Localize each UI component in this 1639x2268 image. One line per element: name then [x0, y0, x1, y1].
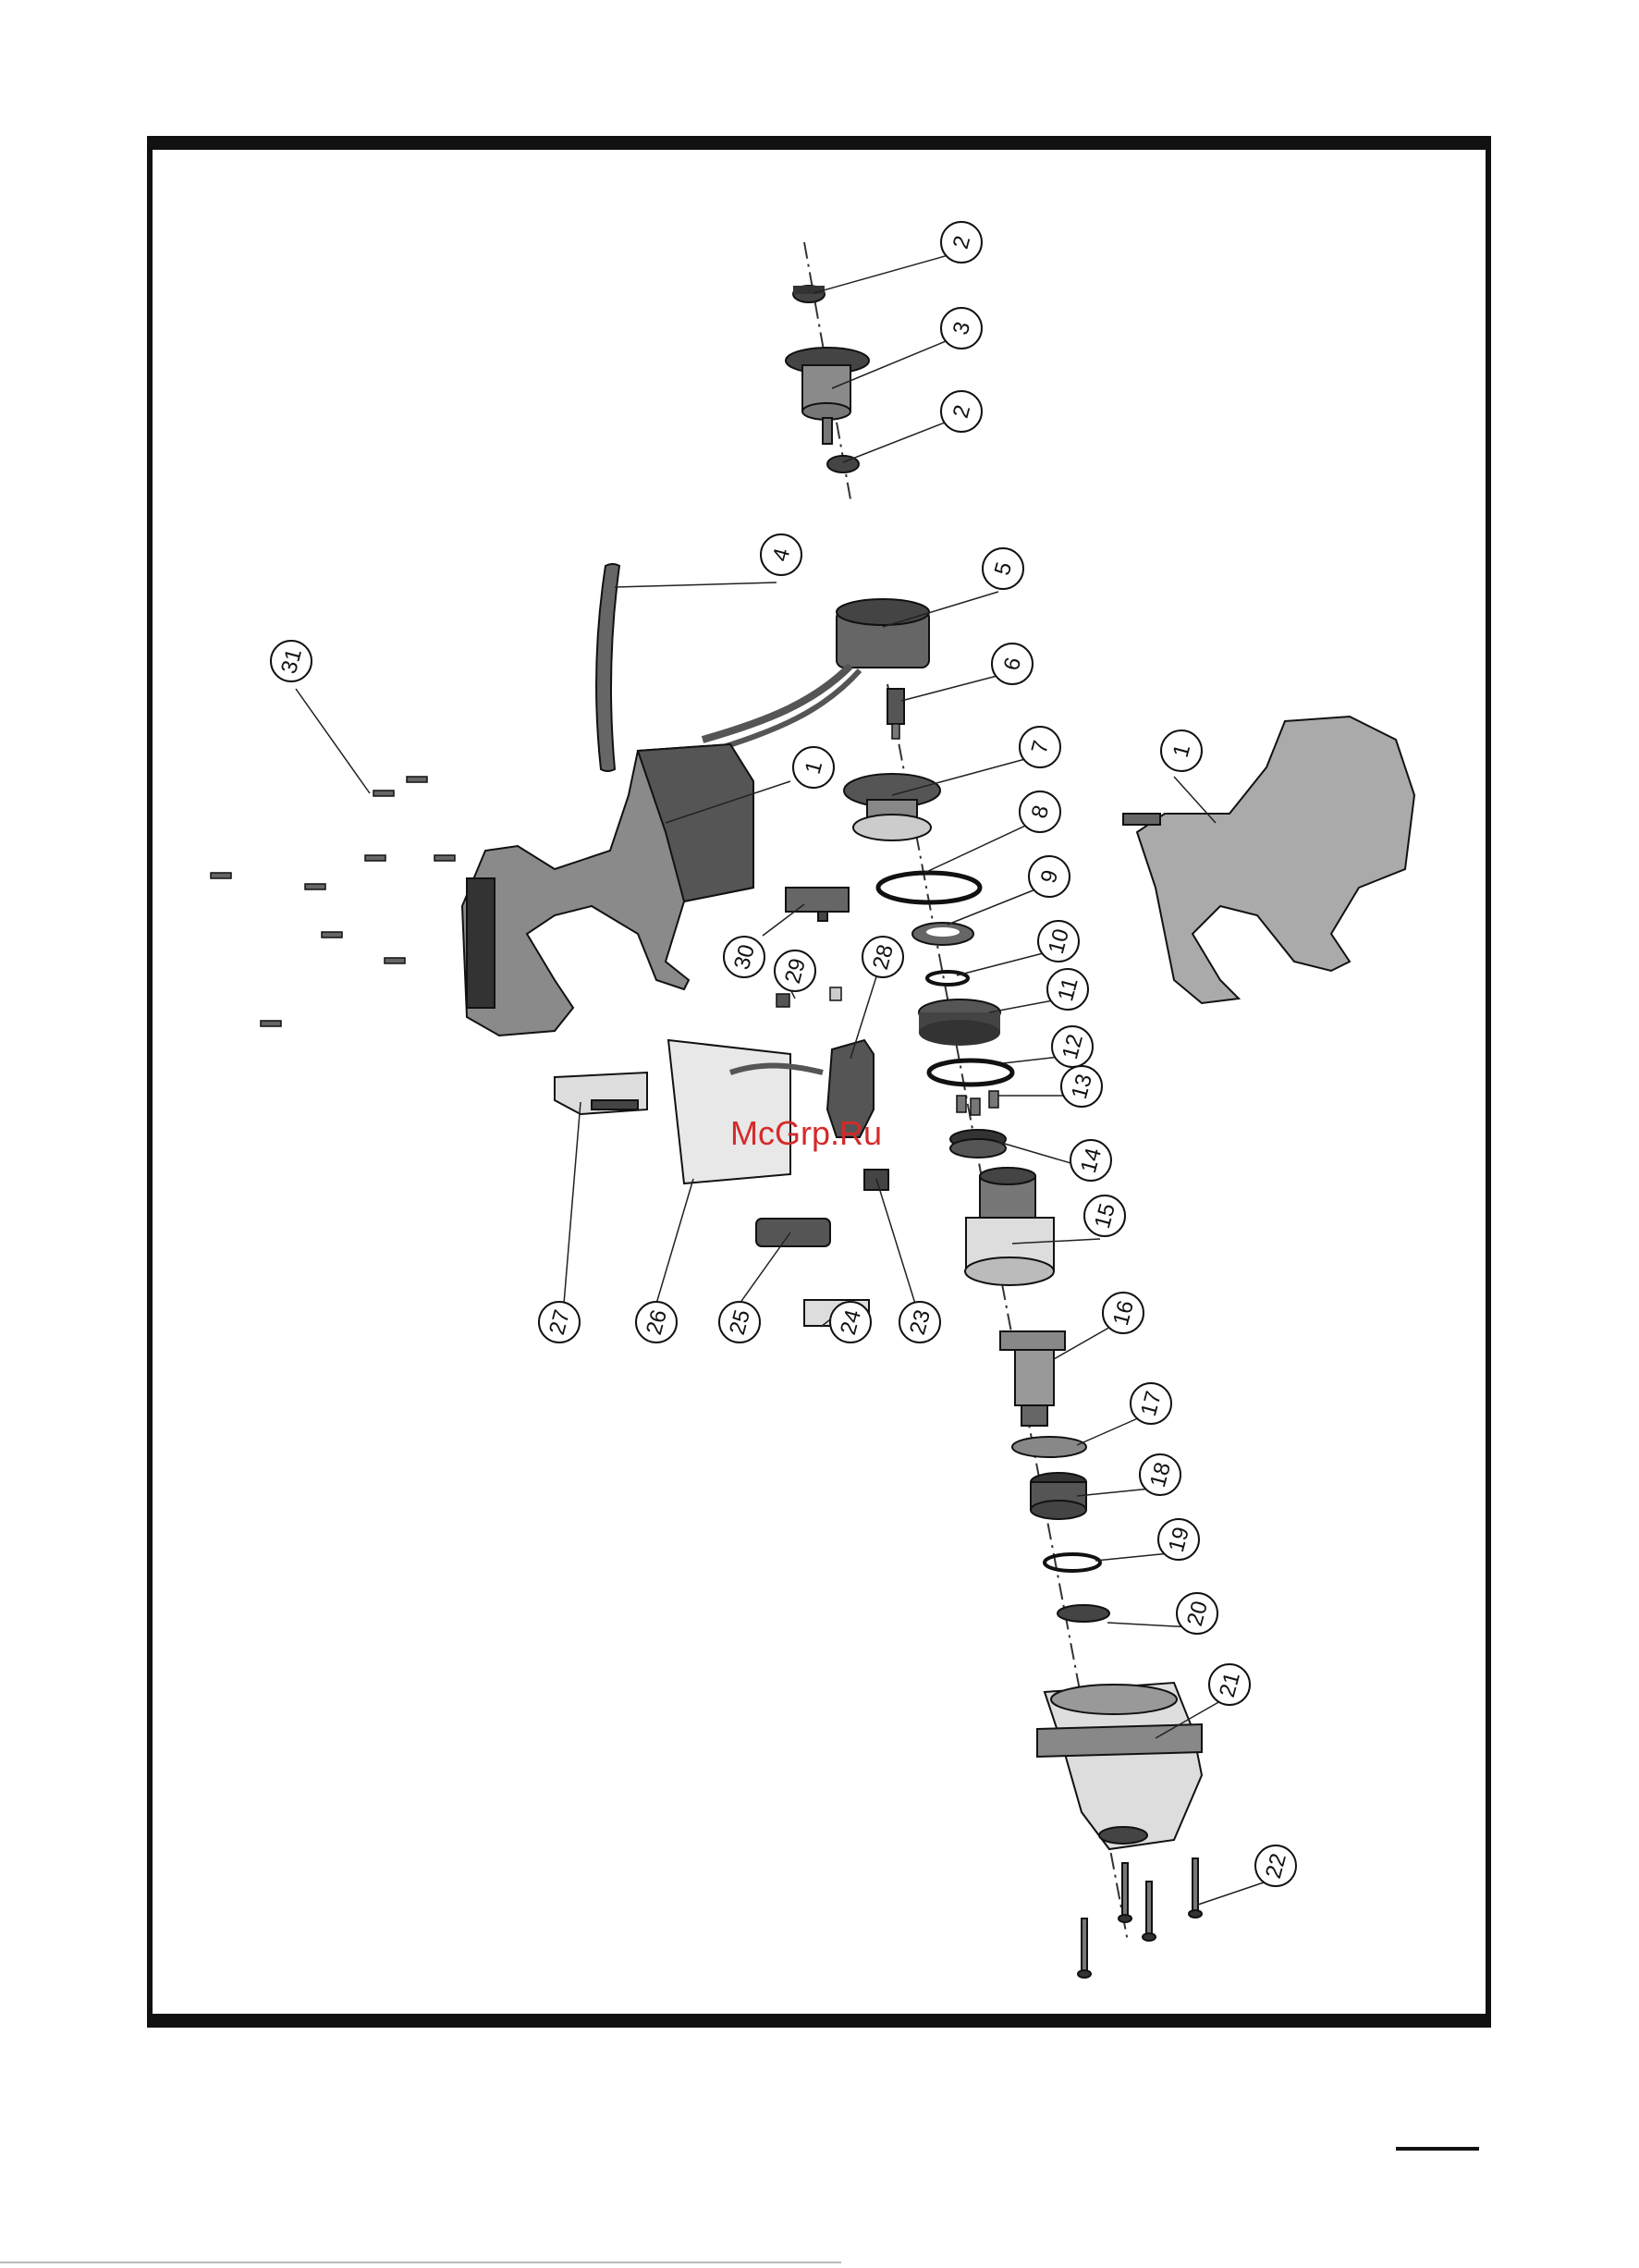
part-9-washer	[912, 923, 973, 945]
callout-12: 12	[1052, 1026, 1093, 1067]
part-1-housing-left	[462, 744, 753, 1036]
part-27-terminal-block	[555, 1073, 647, 1114]
part-26-pcb	[668, 1040, 823, 1183]
callout-20: 20	[1177, 1593, 1217, 1634]
callout-27: 27	[539, 1302, 580, 1342]
callout-1: 1	[793, 747, 834, 788]
callout-2: 2	[941, 391, 982, 432]
part-16-anvil	[1000, 1331, 1065, 1426]
part-2-bearing-top	[793, 286, 825, 302]
part-14-planet-gears	[950, 1130, 1006, 1158]
callout-18: 18	[1140, 1454, 1180, 1495]
part-30-switch	[786, 888, 849, 921]
callout-25: 25	[719, 1302, 760, 1342]
callout-10: 10	[1038, 921, 1079, 962]
callout-22: 22	[1255, 1845, 1296, 1886]
callout-13: 13	[1061, 1066, 1102, 1107]
callout-31: 31	[271, 641, 312, 681]
callout-9: 9	[1029, 856, 1070, 897]
callout-8: 8	[1020, 791, 1060, 832]
callout-23: 23	[899, 1302, 940, 1342]
part-13-pins	[957, 1091, 998, 1115]
callout-1: 1	[1161, 730, 1202, 771]
part-25-forward-reverse	[756, 1219, 830, 1246]
part-29-sleeves	[777, 987, 841, 1007]
part-20-washer	[1058, 1605, 1109, 1622]
part-31-screws	[211, 777, 455, 1026]
part-3-rotor	[786, 348, 869, 444]
part-22-screws	[1078, 1858, 1202, 1978]
part-19-clip	[1045, 1554, 1100, 1571]
callout-28: 28	[862, 937, 903, 977]
part-21-front-housing	[1037, 1683, 1202, 1849]
part-7-housing	[844, 774, 940, 840]
callout-11: 11	[1047, 969, 1088, 1010]
callout-3: 3	[941, 308, 982, 349]
callout-7: 7	[1020, 727, 1060, 767]
part-15-carrier	[965, 1168, 1054, 1285]
callout-4: 4	[761, 534, 801, 575]
part-6-shaft	[887, 689, 904, 739]
callout-6: 6	[992, 644, 1033, 684]
part-4-strip	[596, 564, 619, 771]
callout-17: 17	[1131, 1383, 1171, 1424]
callout-30: 30	[724, 937, 764, 977]
callout-14: 14	[1070, 1140, 1111, 1181]
diagram-frame	[150, 139, 1488, 2025]
callout-15: 15	[1084, 1195, 1125, 1236]
part-11-gear-ring	[919, 999, 1000, 1046]
part-12-ring	[929, 1060, 1012, 1085]
callout-5: 5	[983, 548, 1023, 589]
part-17-washer	[1012, 1437, 1086, 1457]
callout-29: 29	[775, 950, 815, 991]
callout-26: 26	[636, 1302, 677, 1342]
callout-16: 16	[1103, 1293, 1144, 1333]
watermark-text: McGrp.Ru	[730, 1114, 882, 1152]
callout-21: 21	[1209, 1664, 1250, 1705]
callout-19: 19	[1158, 1519, 1199, 1560]
callout-2: 2	[941, 222, 982, 263]
callout-24: 24	[830, 1302, 871, 1342]
